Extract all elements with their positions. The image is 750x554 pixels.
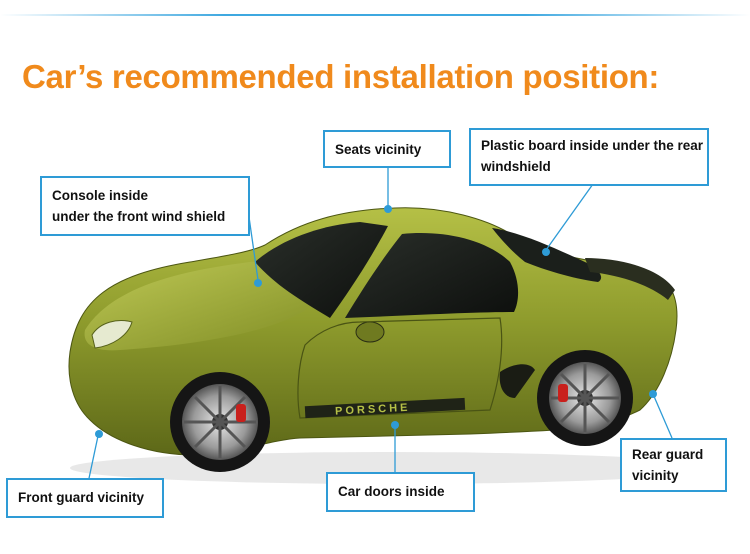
label-front-guard: Front guard vicinity	[6, 478, 164, 518]
label-front-guard-text: Front guard vicinity	[18, 490, 145, 505]
label-rear-board-line2: windshield	[481, 159, 551, 174]
car-headlight	[91, 320, 133, 349]
label-console-line1: Console inside	[52, 188, 149, 203]
page-title-text: Car’s recommended installation position:	[22, 58, 660, 95]
label-car-doors: Car doors inside	[326, 472, 475, 512]
label-seats-vicinity: Seats vicinity	[323, 130, 451, 168]
car-side-intake	[499, 364, 535, 398]
label-console: Console inside under the front wind shie…	[40, 176, 250, 236]
label-rear-board-line1: Plastic board inside under the rear	[481, 138, 704, 153]
label-rear-board: Plastic board inside under the rear wind…	[469, 128, 709, 186]
top-divider	[0, 14, 750, 16]
label-rear-guard-line1: Rear guard	[632, 447, 704, 462]
label-rear-guard-line2: vicinity	[632, 468, 679, 483]
car-windshield	[255, 222, 388, 318]
car-door-line	[297, 317, 503, 419]
car-spoiler	[585, 258, 675, 300]
label-seats-text: Seats vicinity	[335, 142, 422, 157]
label-car-doors-text: Car doors inside	[338, 484, 445, 499]
car-mirror	[355, 321, 385, 343]
car-side-window	[345, 233, 519, 318]
label-rear-guard: Rear guard vicinity	[620, 438, 727, 492]
label-console-line2: under the front wind shield	[52, 209, 226, 224]
page-title: Car’s recommended installation position:	[22, 58, 659, 96]
front-wheel	[170, 372, 270, 472]
rear-wheel	[537, 350, 633, 446]
car-badge: PORSCHE	[335, 402, 411, 418]
car-side-stripe	[304, 397, 466, 419]
